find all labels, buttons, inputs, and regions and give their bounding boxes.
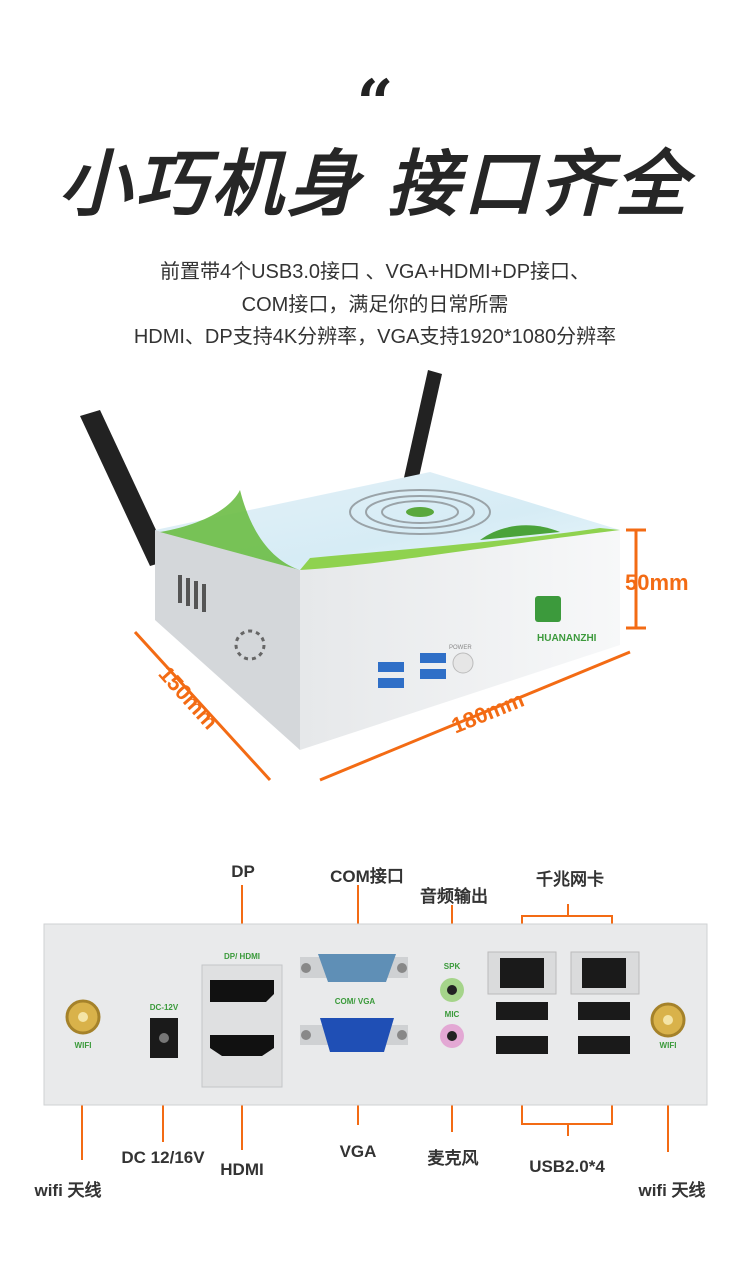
subtitle-line-1: 前置带4个USB3.0接口 、VGA+HDMI+DP接口、 bbox=[159, 261, 591, 283]
subtitle-line-2: COM接口，满足你的日常所需 bbox=[241, 294, 509, 316]
callout-dc: DC 12/16V bbox=[121, 1148, 205, 1167]
front-usb-2 bbox=[378, 678, 404, 688]
panel-label-wifi-right: WIFI bbox=[659, 1041, 677, 1050]
front-usb-1 bbox=[378, 662, 404, 672]
case-top bbox=[155, 472, 620, 570]
callout-mic: 麦克风 bbox=[427, 1149, 479, 1168]
case-front bbox=[300, 530, 620, 750]
callout-dp: DP bbox=[231, 862, 255, 881]
quote-mark: “ bbox=[356, 66, 394, 141]
panel-label-dc: DC-12V bbox=[149, 1003, 179, 1012]
callout-com: COM接口 bbox=[330, 867, 404, 886]
callout-lan: 千兆网卡 bbox=[536, 870, 604, 889]
power-button bbox=[452, 652, 474, 674]
callout-hdmi: HDMI bbox=[220, 1160, 264, 1179]
front-usb-3 bbox=[420, 653, 446, 663]
power-label: POWER bbox=[449, 645, 472, 651]
lan-port-2 bbox=[582, 958, 626, 988]
lan-port-1 bbox=[500, 958, 544, 988]
callout-wifi-right: wifi 天线 bbox=[638, 1181, 706, 1200]
dp-port bbox=[210, 980, 274, 1002]
brand-logo-icon bbox=[535, 596, 561, 622]
rear-panel-illustration bbox=[43, 885, 708, 1160]
dim-line-depth bbox=[133, 630, 272, 782]
subtitle-line-3: HDMI、DP支持4K分辨率，VGA支持1920*1080分辨率 bbox=[133, 326, 617, 348]
panel-label-mic: MIC bbox=[444, 1010, 460, 1019]
product-illustration bbox=[80, 370, 646, 782]
usb-port-2 bbox=[496, 1036, 548, 1054]
usb-port-3 bbox=[578, 1002, 630, 1020]
panel-label-com-vga: COM/ VGA bbox=[334, 997, 376, 1006]
headline: 小巧机身 接口齐全 bbox=[58, 145, 691, 225]
brand-name: HUANANZHI bbox=[537, 633, 597, 644]
com-port bbox=[318, 954, 396, 982]
hdmi-port bbox=[210, 1035, 274, 1056]
callout-usb: USB2.0*4 bbox=[529, 1157, 605, 1176]
dim-line-width bbox=[319, 650, 631, 782]
usb-port-4 bbox=[578, 1036, 630, 1054]
vga-port bbox=[320, 1018, 394, 1052]
panel-label-wifi-left: WIFI bbox=[74, 1041, 92, 1050]
front-usb-4 bbox=[420, 669, 446, 679]
callout-wifi-left: wifi 天线 bbox=[34, 1181, 102, 1200]
case-left-side bbox=[155, 530, 300, 750]
dim-height: 50mm bbox=[625, 570, 689, 595]
callout-audio-out: 音频输出 bbox=[420, 887, 488, 906]
usb-port-1 bbox=[496, 1002, 548, 1020]
antenna-left bbox=[80, 410, 170, 566]
antenna-right bbox=[401, 370, 442, 495]
panel-label-spk: SPK bbox=[443, 962, 461, 971]
panel-label-dp-hdmi: DP/ HDMI bbox=[224, 952, 260, 961]
callout-vga: VGA bbox=[339, 1142, 377, 1161]
